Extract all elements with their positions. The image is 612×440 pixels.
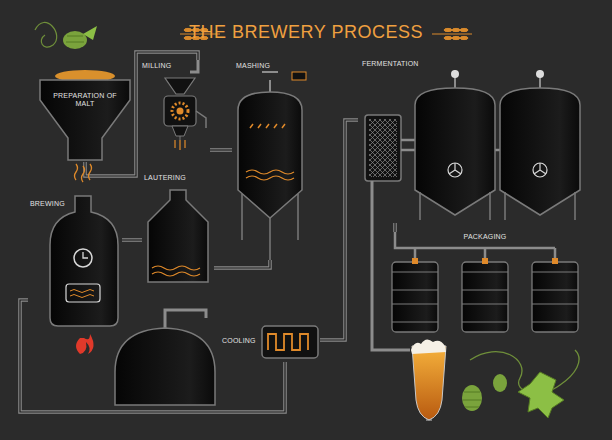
brew-kettle: [50, 164, 118, 354]
pipe-core: [210, 149, 232, 150]
hop-vine: [462, 350, 579, 418]
diagram-title: THE BREWERY PROCESS: [0, 22, 612, 43]
fermentation-node: FERMENTATION: [358, 58, 584, 223]
pipe-core: [394, 223, 395, 232]
pipe-connector: [214, 260, 270, 268]
cooling-node: COOLING: [220, 322, 320, 362]
malt-hopper: [40, 70, 130, 160]
packaging-node: PACKAGING: [385, 232, 585, 334]
pipe-connector: [395, 223, 396, 232]
pipe-connector: [122, 240, 142, 241]
hop-icon: [35, 22, 97, 49]
beer-glass: [411, 339, 446, 420]
mash-tun-node: MASHING: [232, 60, 318, 260]
process-label: LAUTERING: [144, 174, 186, 182]
process-label: MILLING: [142, 62, 171, 70]
malt-hopper-node: PREPARATION OF MALT: [38, 62, 132, 162]
process-label: PREPARATION OF MALT: [50, 92, 120, 109]
pipe-outline: [210, 148, 232, 152]
process-label: FERMENTATION: [362, 60, 419, 68]
pipe-connector: [320, 120, 358, 340]
mill-node: MILLING: [140, 60, 210, 160]
keg: [532, 258, 578, 332]
pipe-connector: [210, 150, 232, 151]
pipe-outline: [214, 260, 270, 268]
lauter-node: LAUTERING: [142, 172, 214, 284]
cooler: [262, 326, 318, 358]
pipe-outline: [320, 120, 358, 340]
pipe-core: [122, 239, 142, 240]
pipe-outline: [393, 223, 397, 232]
pipe-outline: [122, 238, 142, 242]
brewing-node: BREWING: [28, 198, 122, 328]
pipe-core: [214, 260, 270, 268]
keg: [392, 258, 438, 332]
pipe-core: [320, 120, 358, 340]
kegs: [395, 232, 555, 262]
mash-tun: [238, 72, 306, 260]
keg: [462, 258, 508, 332]
fermentation-tanks: [365, 70, 580, 350]
process-label: PACKAGING: [464, 233, 507, 241]
process-label: BREWING: [30, 200, 65, 208]
whirlpool-vessel: [115, 310, 215, 405]
process-label: MASHING: [236, 62, 270, 70]
mill: [164, 60, 206, 150]
process-label: COOLING: [222, 337, 256, 345]
lauter-tun: [148, 190, 208, 282]
